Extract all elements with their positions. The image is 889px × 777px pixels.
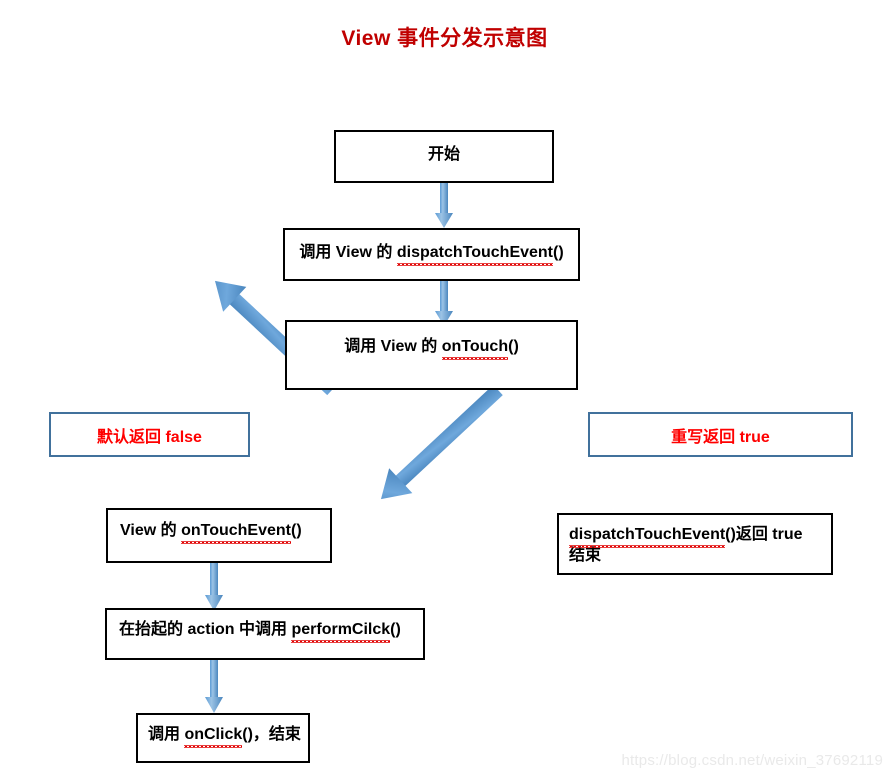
watermark: https://blog.csdn.net/weixin_37692119 xyxy=(621,752,883,769)
node-dispatch-touch-event-label: 调用 View 的 dispatchTouchEvent() xyxy=(299,242,564,267)
spellcheck-underline: onTouch xyxy=(441,336,509,361)
node-on-touch-label: 调用 View 的 onTouch() xyxy=(344,336,519,361)
spellcheck-underline: onClick xyxy=(184,724,242,749)
arrow-ontouchevent-to-perform xyxy=(201,563,227,613)
spellcheck-underline: dispatchTouchEvent xyxy=(396,242,554,267)
node-perform-click[interactable]: 在抬起的 action 中调用 performCilck() xyxy=(105,608,425,660)
node-perform-click-label: 在抬起的 action 中调用 performCilck() xyxy=(119,619,401,644)
node-on-click-label: 调用 onClick()，结束 xyxy=(148,724,301,749)
node-start-label: 开始 xyxy=(427,146,460,163)
label-true-branch[interactable]: 重写返回 true xyxy=(588,412,853,457)
label-true-branch-text: 重写返回 true xyxy=(671,428,770,446)
spellcheck-underline: onTouchEvent xyxy=(181,520,291,545)
label-false-branch[interactable]: 默认返回 false xyxy=(49,412,250,457)
node-on-touch-event[interactable]: View 的 onTouchEvent() xyxy=(106,508,332,563)
spellcheck-underline: performCilck xyxy=(291,619,390,644)
arrow-start-to-dispatch xyxy=(431,182,457,230)
arrow-dispatch-to-ontouch xyxy=(431,280,457,328)
label-false-branch-text: 默认返回 false xyxy=(97,428,202,446)
node-on-click[interactable]: 调用 onClick()，结束 xyxy=(136,713,310,763)
arrow-ontouch-to-dispatch-true xyxy=(380,384,686,523)
node-dispatch-touch-event[interactable]: 调用 View 的 dispatchTouchEvent() xyxy=(283,228,580,281)
node-on-touch-event-label: View 的 onTouchEvent() xyxy=(120,520,302,545)
spellcheck-underline: dispatchTouchEvent xyxy=(569,524,726,549)
node-on-touch[interactable]: 调用 View 的 onTouch() xyxy=(285,320,578,390)
page-title: View 事件分发示意图 xyxy=(341,27,548,50)
arrow-perform-to-onclick xyxy=(201,660,227,715)
node-start[interactable]: 开始 xyxy=(334,130,554,183)
